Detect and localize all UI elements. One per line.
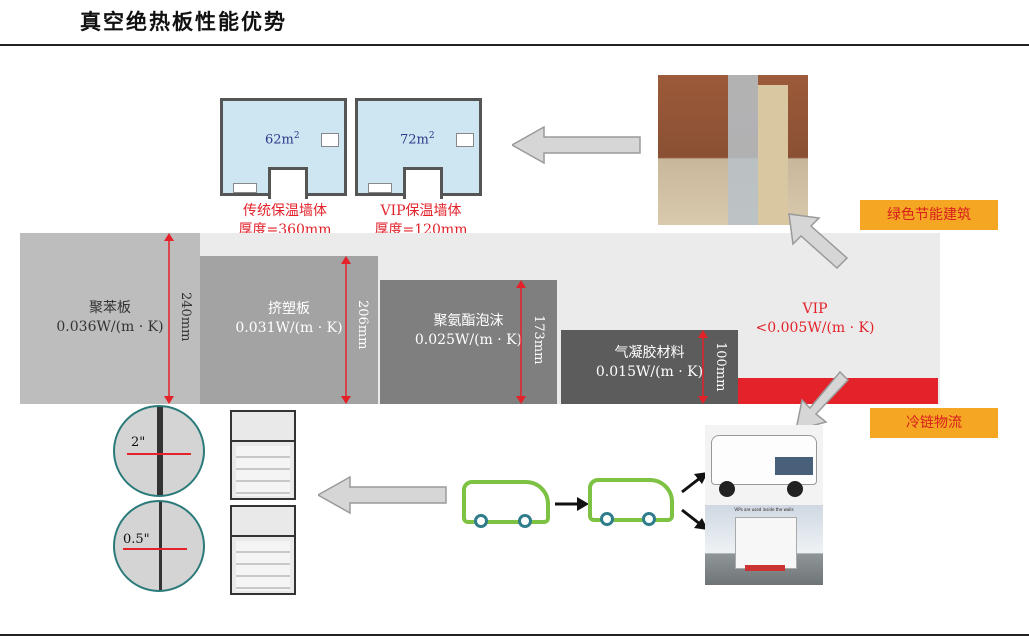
wheel-icon [719, 481, 735, 497]
material-value: 0.036W/(m · K) [56, 319, 164, 335]
arrow-right-icon [555, 497, 589, 511]
material-value: 0.031W/(m · K) [235, 320, 343, 336]
motorhome-photo [705, 425, 823, 505]
insulation-panel [728, 75, 758, 225]
material-bar-xps: 挤塑板 0.031W/(m · K) [200, 256, 378, 404]
measure-line [127, 453, 191, 455]
arrow-left-icon [512, 125, 641, 165]
badge-green-building: 绿色节能建筑 [860, 200, 998, 230]
wall-section [157, 407, 163, 495]
room-area-label: 62m2 [265, 131, 300, 148]
fridge-interior [236, 446, 290, 496]
wall-thickness-label: 2" [131, 435, 146, 450]
material-bar-pu: 聚氨酯泡沫 0.025W/(m · K) [380, 280, 557, 404]
insulation-panel [758, 85, 788, 225]
motorhome-windshield [775, 457, 813, 475]
thickness-label: 206mm [355, 300, 370, 350]
arrow-left-icon [318, 475, 447, 515]
arrow-down-right-icon [681, 508, 708, 530]
fridge-image [230, 505, 296, 595]
window-icon [456, 133, 474, 147]
material-name: 挤塑板 [268, 301, 310, 317]
arrow-up-right-icon [681, 472, 708, 494]
vip-label: VIP <0.005W/(m · K) [740, 300, 890, 338]
thickness-arrow-icon [341, 256, 351, 404]
thickness-label: 173mm [531, 315, 546, 365]
material-value: 0.025W/(m · K) [414, 332, 523, 348]
truck-box [735, 517, 797, 569]
footer-rule [0, 634, 1029, 636]
page-title: 真空绝热板性能优势 [80, 10, 287, 34]
wall-section [159, 502, 162, 590]
wheel-icon [787, 481, 803, 497]
thickness-label: 100mm [713, 342, 728, 392]
bed-icon [368, 183, 392, 193]
refrigerated-truck-photo: VIPs are used inside the walls [705, 505, 823, 585]
fridge-shelf [232, 535, 294, 537]
material-value: <0.005W/(m · K) [755, 320, 875, 336]
room-area-label: 72m2 [400, 131, 435, 148]
van-icon-large [462, 480, 550, 524]
thickness-label: 240mm [178, 292, 193, 342]
wheel-icon [474, 514, 488, 528]
window-icon [321, 133, 339, 147]
wall-thickness-label: 0.5" [123, 532, 150, 547]
truck-caption: VIPs are used inside the walls [734, 507, 794, 512]
room-vip: 72m2 [355, 98, 482, 199]
fridge-interior [236, 541, 290, 591]
badge-cold-chain: 冷链物流 [870, 408, 998, 438]
fridge-wall-detail-top: 2" [113, 405, 205, 497]
fridge-wall-detail-bottom: 0.5" [113, 500, 205, 592]
material-name: 聚氨酯泡沫 [433, 313, 504, 329]
door-icon [268, 167, 308, 199]
material-bar-aerogel: 气凝胶材料 0.015W/(m · K) [561, 330, 738, 404]
caption-line: VIP保温墙体 [380, 203, 462, 219]
measure-line [123, 548, 187, 550]
material-name: 气凝胶材料 [614, 345, 685, 361]
thickness-arrow-icon [516, 280, 526, 404]
wheel-icon [518, 514, 532, 528]
material-name: VIP [802, 301, 828, 317]
material-name: 聚苯板 [89, 300, 131, 316]
fridge-shelf [232, 440, 294, 442]
room-traditional: 62m2 [220, 98, 347, 199]
material-bar-eps: 聚苯板 0.036W/(m · K) [20, 233, 200, 404]
thickness-arrow-icon [698, 330, 708, 404]
bed-icon [233, 183, 257, 193]
caption-line: 传统保温墙体 [243, 203, 327, 219]
building-wall-photo [658, 75, 808, 225]
arrow-up-left-icon [788, 213, 849, 270]
header-rule [0, 44, 1029, 46]
fridge-image [230, 410, 296, 500]
door-icon [403, 167, 443, 199]
thickness-arrow-icon [164, 233, 174, 404]
wheel-icon [600, 512, 614, 526]
wheel-icon [642, 512, 656, 526]
material-value: 0.015W/(m · K) [595, 364, 704, 380]
truck-bumper [745, 565, 785, 571]
